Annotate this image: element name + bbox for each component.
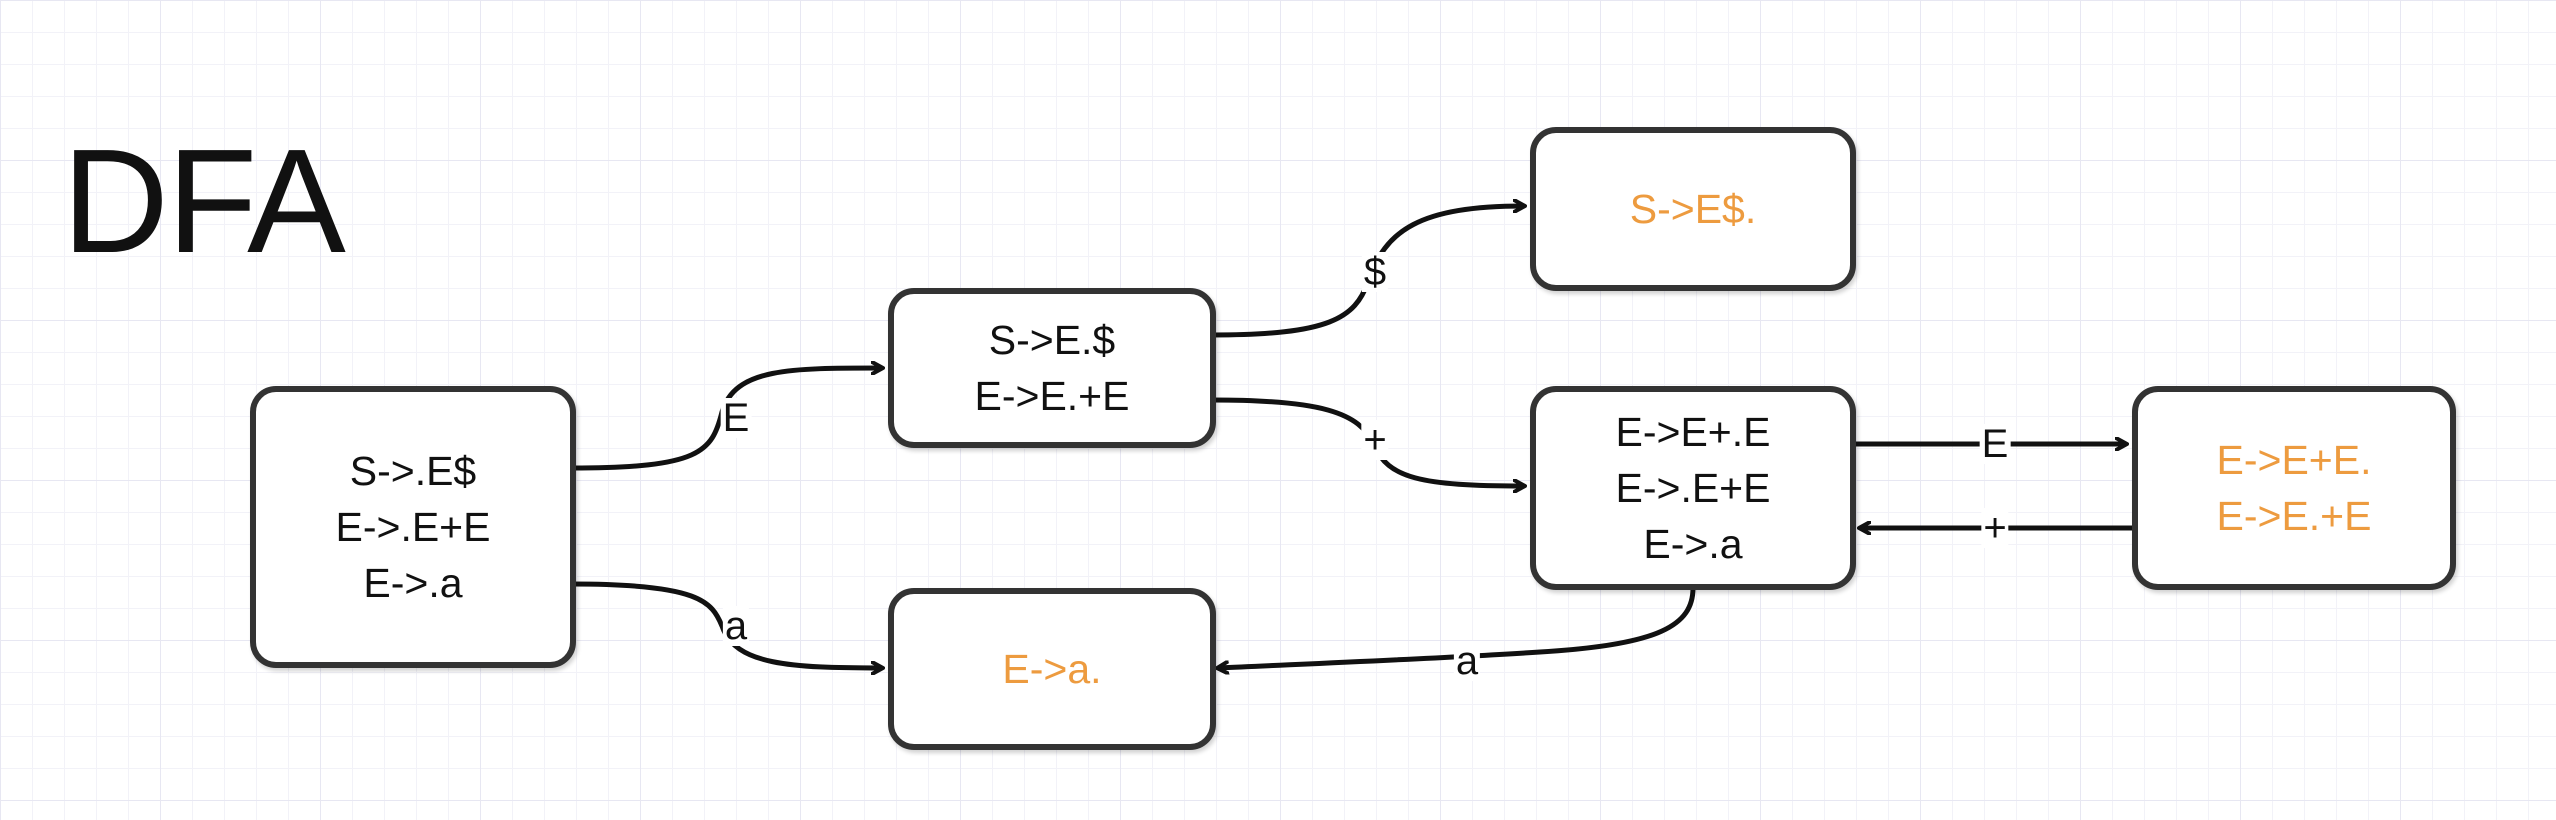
state-s1: S->E.$ E->E.+E [888, 288, 1216, 448]
edge-label-s0-s5: a [722, 604, 750, 648]
state-s5: E->a. [888, 588, 1216, 750]
state-s2: S->E$. [1530, 127, 1856, 291]
state-item: S->E$. [1629, 186, 1757, 232]
state-item: E->.E+E [335, 504, 491, 550]
state-item: S->.E$ [349, 448, 477, 494]
state-item: E->E.+E [974, 373, 1130, 419]
state-s3: E->E+.E E->.E+E E->.a [1530, 386, 1856, 590]
state-item: E->E+.E [1615, 409, 1771, 455]
edge-label-s3-s4: E [1979, 422, 2011, 466]
diagram-title: DFA [62, 119, 346, 284]
state-item: E->a. [1002, 646, 1102, 692]
state-item: E->E.+E [2216, 493, 2372, 539]
state-item: S->E.$ [988, 317, 1116, 363]
edge-label-s1-s2: $ [1361, 250, 1389, 294]
state-item: E->.a [1643, 521, 1743, 567]
state-item: E->.a [363, 560, 463, 606]
edge-label-s0-s1: E [720, 396, 752, 440]
state-s0: S->.E$ E->.E+E E->.a [250, 386, 576, 668]
edge-label-s1-s3: + [1361, 418, 1389, 462]
edge-label-s3-s5: a [1453, 639, 1481, 683]
state-s4: E->E+E. E->E.+E [2132, 386, 2456, 590]
edge-s0-s5 [571, 581, 882, 668]
state-item: E->.E+E [1615, 465, 1771, 511]
state-item: E->E+E. [2216, 437, 2372, 483]
edge-s3-s5 [1218, 587, 1696, 668]
edge-label-s4-s3: + [1981, 506, 2009, 550]
